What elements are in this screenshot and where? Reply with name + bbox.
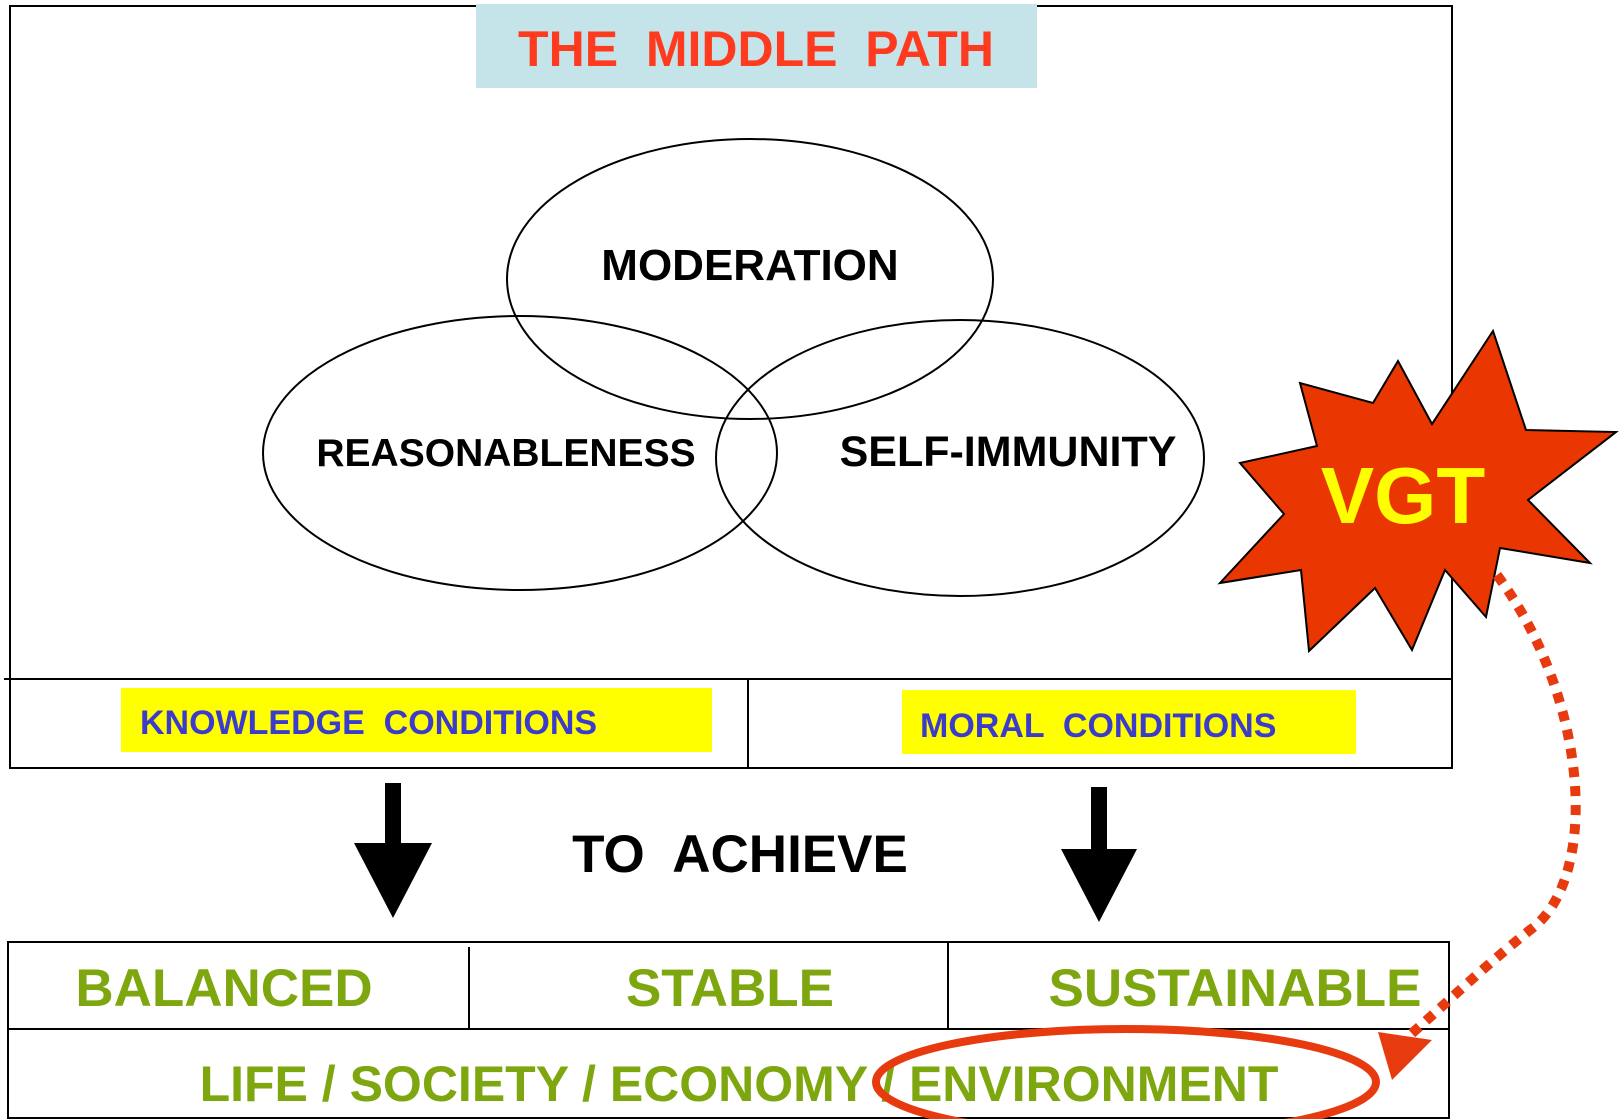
self-immunity-circle xyxy=(715,319,1205,597)
self-immunity-label: SELF-IMMUNITY xyxy=(840,428,1177,476)
reasonableness-label: REASONABLENESS xyxy=(316,432,695,475)
environment-highlight xyxy=(872,1025,1380,1119)
domains-line: LIFE / SOCIETY / ECONOMY / ENVIRONMENT xyxy=(200,1056,1279,1112)
top-frame xyxy=(9,5,1453,769)
title-box xyxy=(476,4,1037,88)
vgt-to-environment-connector xyxy=(1406,572,1581,1039)
reasonableness-circle xyxy=(262,315,778,591)
vgt-label: VGT xyxy=(1321,451,1486,540)
to-achieve-label: TO ACHIEVE xyxy=(572,825,908,884)
knowledge-conditions-label: KNOWLEDGE CONDITIONS xyxy=(140,704,597,742)
moderation-circle xyxy=(506,138,994,420)
diagram-title: THE MIDDLE PATH xyxy=(518,21,994,77)
connector-arrowhead xyxy=(1378,1032,1432,1080)
vgt-burst xyxy=(1217,328,1619,654)
right-down-arrow xyxy=(1061,787,1137,922)
left-down-arrow xyxy=(354,783,432,918)
outcome-sustainable: SUSTAINABLE xyxy=(1049,959,1422,1018)
outcome-stable: STABLE xyxy=(626,959,834,1018)
moral-conditions-label: MORAL CONDITIONS xyxy=(920,707,1276,745)
moderation-label: MODERATION xyxy=(601,241,898,290)
outcome-balanced: BALANCED xyxy=(75,959,372,1018)
moral-conditions-box xyxy=(902,690,1356,754)
knowledge-conditions-box xyxy=(121,688,712,752)
